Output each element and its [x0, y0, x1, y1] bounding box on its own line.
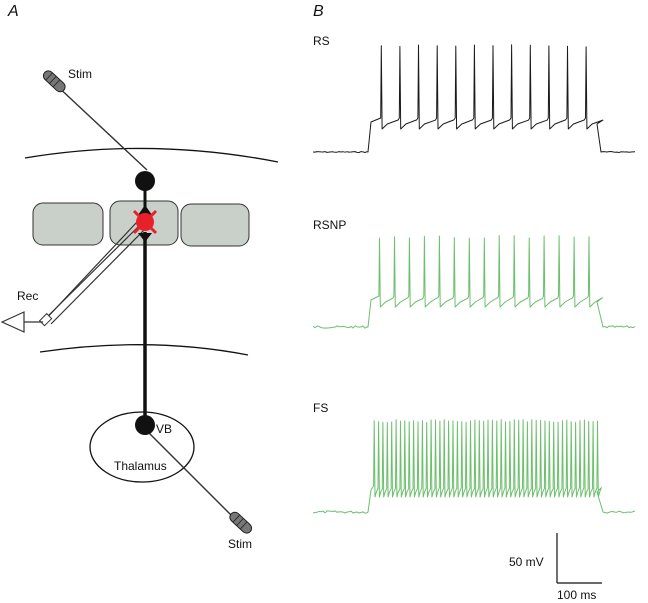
panel-b-letter: B [313, 3, 324, 20]
trace-rs [312, 44, 636, 153]
vb-neuron-soma [135, 415, 155, 435]
rec-electrode [0, 221, 151, 333]
synapse-lower-terminal [138, 233, 152, 242]
trace-label-rs: RS [313, 34, 330, 48]
barrel-left [32, 202, 104, 246]
scale-bar-time-label: 100 ms [557, 588, 596, 602]
synapse-upper-terminal [138, 205, 152, 215]
stim-bottom-label: Stim [228, 537, 252, 551]
cortical-neuron-soma [135, 171, 155, 191]
trace-label-fs: FS [313, 401, 328, 415]
thalamus-outline [89, 411, 195, 483]
scale-bar-voltage-label: 50 mV [509, 555, 544, 569]
trace-rsnp [312, 235, 636, 329]
scale-bar [556, 533, 602, 584]
stim-top-label: Stim [68, 67, 92, 81]
rec-label: Rec [17, 289, 38, 303]
lesion-cross-icon [132, 209, 158, 235]
cortex-lower-boundary [39, 344, 249, 356]
vb-label: VB [156, 422, 172, 436]
panel-a: A Stim VB Thalamus [0, 3, 279, 551]
stim-electrode-top [42, 70, 148, 171]
panel-b: B RS RSNP FS 50 mV 100 ms [312, 3, 636, 602]
stim-electrode-bottom [147, 431, 253, 534]
trace-fs [312, 419, 636, 514]
cortex-upper-boundary [24, 147, 279, 163]
panel-a-letter: A [7, 3, 19, 20]
thalamus-label: Thalamus [114, 459, 167, 473]
trace-label-rsnp: RSNP [313, 218, 346, 232]
barrel-right [180, 203, 250, 247]
